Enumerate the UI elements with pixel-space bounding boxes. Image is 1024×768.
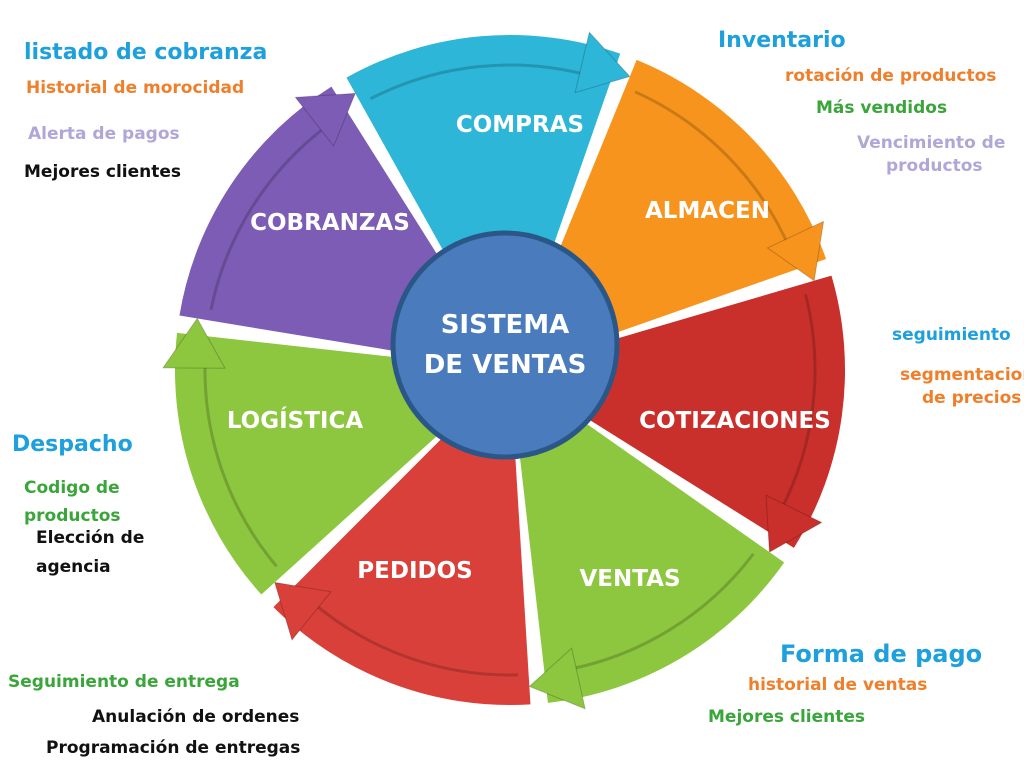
- segment-arc-pedidos: [309, 599, 519, 677]
- center-circle: [390, 230, 620, 460]
- center-line-1: SISTEMA: [440, 310, 570, 340]
- segment-label-compras: COMPRAS: [455, 112, 585, 138]
- note-cobranza-item: Alerta de pagos: [28, 124, 180, 144]
- note-inventario-title: Inventario: [718, 28, 846, 53]
- segment-pedidos: [273, 370, 531, 705]
- note-inventario-item: rotación de productos: [785, 66, 997, 86]
- note-cotizaciones-item: de precios: [922, 388, 1022, 408]
- note-ventas-item: Mejores clientes: [708, 707, 866, 727]
- segment-arc-almacen: [634, 90, 792, 250]
- note-despacho-item: productos: [24, 506, 121, 526]
- note-cotizaciones-item: seguimiento: [892, 325, 1011, 345]
- segment-arc-compras: [369, 63, 591, 101]
- note-despacho-item: Elección de: [36, 528, 145, 548]
- arrowhead-cobranzas: [294, 92, 357, 148]
- segment-label-pedidos: PEDIDOS: [357, 558, 473, 584]
- segment-label-logistica: LOGÍSTICA: [226, 408, 364, 434]
- segment-label-almacen: ALMACEN: [645, 198, 770, 224]
- note-cotizaciones-item: segmentacion: [900, 365, 1024, 385]
- note-pedidos-item: Programación de entregas: [46, 738, 301, 758]
- segment-label-cotizaciones: COTIZACIONES: [639, 408, 831, 434]
- note-inventario-item: productos: [886, 156, 983, 176]
- note-ventas-title: Forma de pago: [780, 640, 983, 668]
- note-cobranza-title: listado de cobranza: [24, 40, 268, 65]
- segment-compras: [346, 35, 621, 370]
- segment-cotizaciones: [510, 275, 845, 548]
- note-despacho-item: agencia: [36, 557, 111, 577]
- note-inventario-item: Vencimiento de: [857, 133, 1006, 153]
- segment-arc-cobranzas: [209, 122, 331, 311]
- segment-arc-logistica: [203, 357, 278, 568]
- note-despacho-title: Despacho: [12, 432, 133, 457]
- center-title: SISTEMA DE VENTAS: [405, 305, 605, 385]
- segment-arc-cotizaciones: [777, 293, 817, 515]
- center-line-2: DE VENTAS: [423, 350, 587, 380]
- arrowhead-cotizaciones: [765, 494, 823, 553]
- arrowhead-almacen: [766, 220, 825, 282]
- arrowhead-pedidos: [273, 581, 332, 641]
- arrowhead-compras: [574, 31, 631, 94]
- arrowhead-logistica: [162, 317, 226, 369]
- note-pedidos-item: Anulación de ordenes: [92, 707, 300, 727]
- note-cobranza-item: Historial de morocidad: [26, 78, 245, 98]
- note-cobranza-item: Mejores clientes: [24, 162, 182, 182]
- segment-label-cobranzas: COBRANZAS: [250, 210, 410, 236]
- note-inventario-item: Más vendidos: [816, 98, 948, 118]
- note-despacho-item: Codigo de: [24, 478, 120, 498]
- arrowhead-ventas: [528, 647, 586, 710]
- note-pedidos-item: Seguimiento de entrega: [8, 672, 240, 692]
- note-ventas-item: historial de ventas: [748, 675, 928, 695]
- segment-label-ventas: VENTAS: [579, 566, 681, 592]
- segment-arc-ventas: [565, 552, 755, 672]
- segment-ventas: [510, 370, 785, 703]
